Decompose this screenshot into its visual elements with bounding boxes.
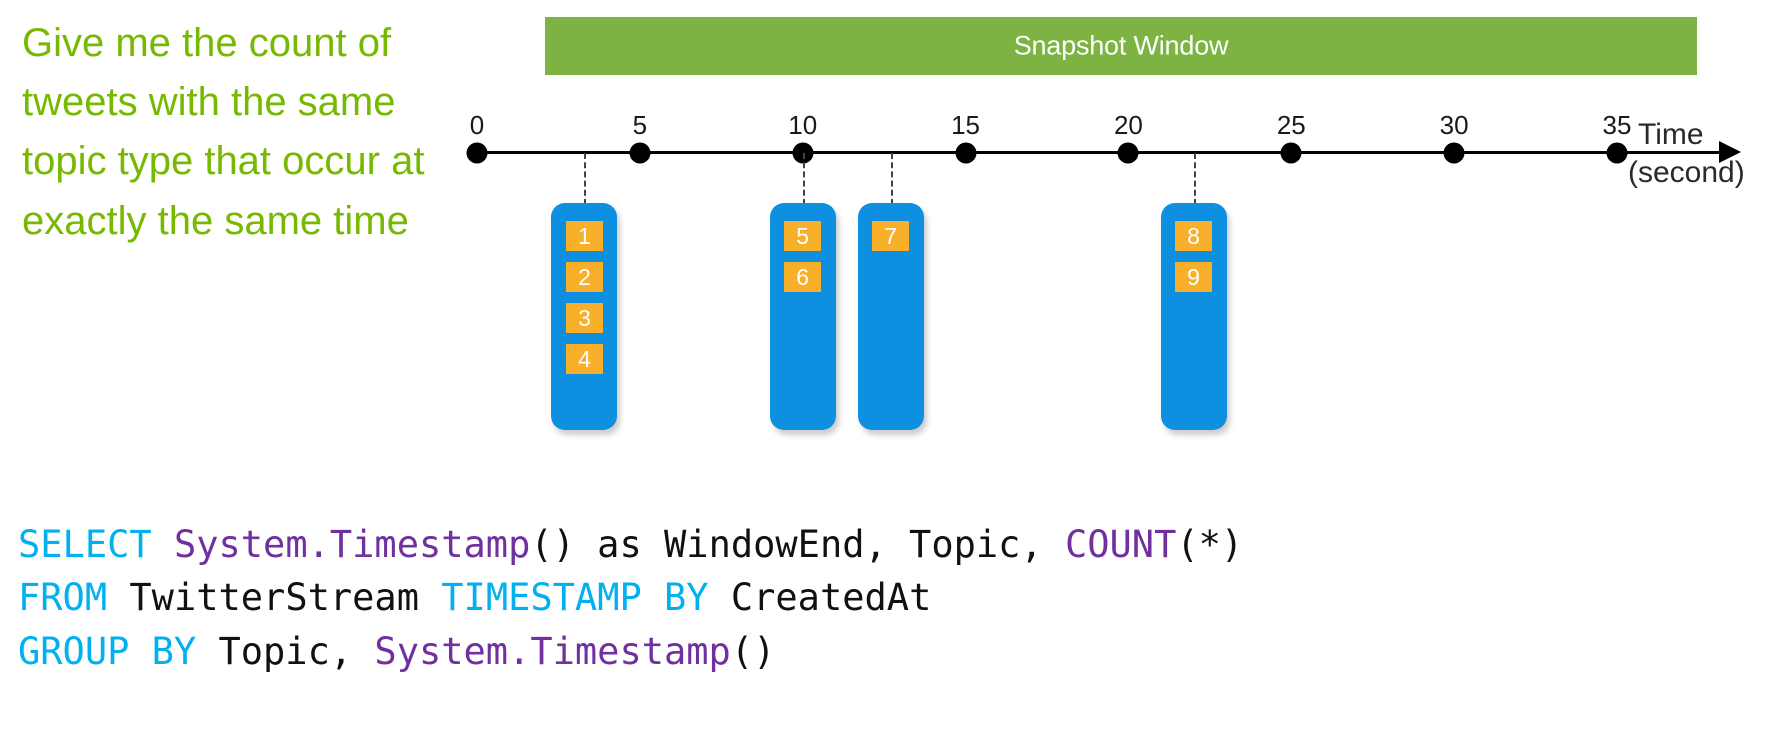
sql-token: FROM [18, 576, 130, 620]
sql-token: GROUP BY [18, 629, 219, 673]
sql-token: (*) [1176, 523, 1244, 566]
axis-tick-dot-5 [629, 142, 651, 164]
event-chip-7[interactable]: 7 [872, 221, 910, 251]
event-chip-3[interactable]: 3 [565, 303, 603, 333]
event-chip-8[interactable]: 8 [1175, 221, 1213, 251]
group-connector-group-b [802, 153, 805, 205]
sql-token: System.Timestamp [374, 629, 731, 673]
axis-tick-label-30: 30 [1439, 110, 1469, 140]
event-chip-4[interactable]: 4 [565, 344, 603, 374]
axis-tick-dot-20 [1117, 142, 1139, 164]
sql-token: Topic, [218, 629, 375, 673]
event-chip-6[interactable]: 6 [784, 262, 822, 292]
axis-tick-label-20: 20 [1113, 110, 1143, 140]
prompt-description-text: Give me the count of tweets with the sam… [22, 21, 436, 243]
sql-token: TIMESTAMP BY [441, 576, 731, 620]
sql-token: CreatedAt [730, 576, 932, 620]
sql-line-1: SELECT System.Timestamp() as WindowEnd, … [18, 518, 1243, 571]
sql-query-block: SELECT System.Timestamp() as WindowEnd, … [18, 518, 1243, 678]
axis-tick-dot-35 [1606, 142, 1628, 164]
axis-title-unit: (second) [1628, 156, 1745, 189]
sql-line-2: FROM TwitterStream TIMESTAMP BY CreatedA… [18, 571, 1243, 624]
snapshot-window-banner: Snapshot Window [545, 17, 1697, 75]
sql-line-3: GROUP BY Topic, System.Timestamp() [18, 625, 1243, 678]
axis-tick-label-5: 5 [632, 110, 648, 140]
snapshot-window-label: Snapshot Window [1013, 30, 1229, 61]
event-chip-9[interactable]: 9 [1175, 262, 1213, 292]
sql-token: SELECT [18, 523, 174, 566]
axis-title-time: Time [1638, 118, 1704, 151]
sql-token: COUNT [1064, 523, 1177, 566]
sql-token: () [730, 629, 776, 673]
event-group-group-c[interactable]: 7 [857, 203, 924, 430]
axis-tick-label-0: 0 [469, 110, 485, 140]
sql-token: () as WindowEnd, Topic, [530, 523, 1065, 566]
sql-token: System.Timestamp [173, 523, 531, 566]
group-connector-group-d [1193, 153, 1196, 205]
event-group-group-a[interactable]: 1 2 3 4 [551, 203, 618, 430]
axis-tick-label-15: 15 [951, 110, 981, 140]
event-chip-1[interactable]: 1 [565, 221, 603, 251]
sql-token: TwitterStream [129, 576, 442, 620]
axis-line [470, 151, 1723, 154]
group-connector-group-a [584, 153, 587, 205]
axis-tick-dot-30 [1443, 142, 1465, 164]
axis-tick-dot-0 [466, 142, 488, 164]
axis-arrow-icon [1719, 141, 1741, 163]
event-chip-5[interactable]: 5 [784, 221, 822, 251]
axis-tick-label-35: 35 [1602, 110, 1632, 140]
group-connector-group-c [890, 153, 893, 205]
axis-tick-dot-15 [955, 142, 977, 164]
axis-tick-dot-25 [1280, 142, 1302, 164]
axis-tick-label-25: 25 [1276, 110, 1306, 140]
event-chip-2[interactable]: 2 [565, 262, 603, 292]
timeline-axis: Time (second) 0 5 10 15 20 25 30 35 [0, 100, 1785, 220]
axis-tick-label-10: 10 [788, 110, 818, 140]
